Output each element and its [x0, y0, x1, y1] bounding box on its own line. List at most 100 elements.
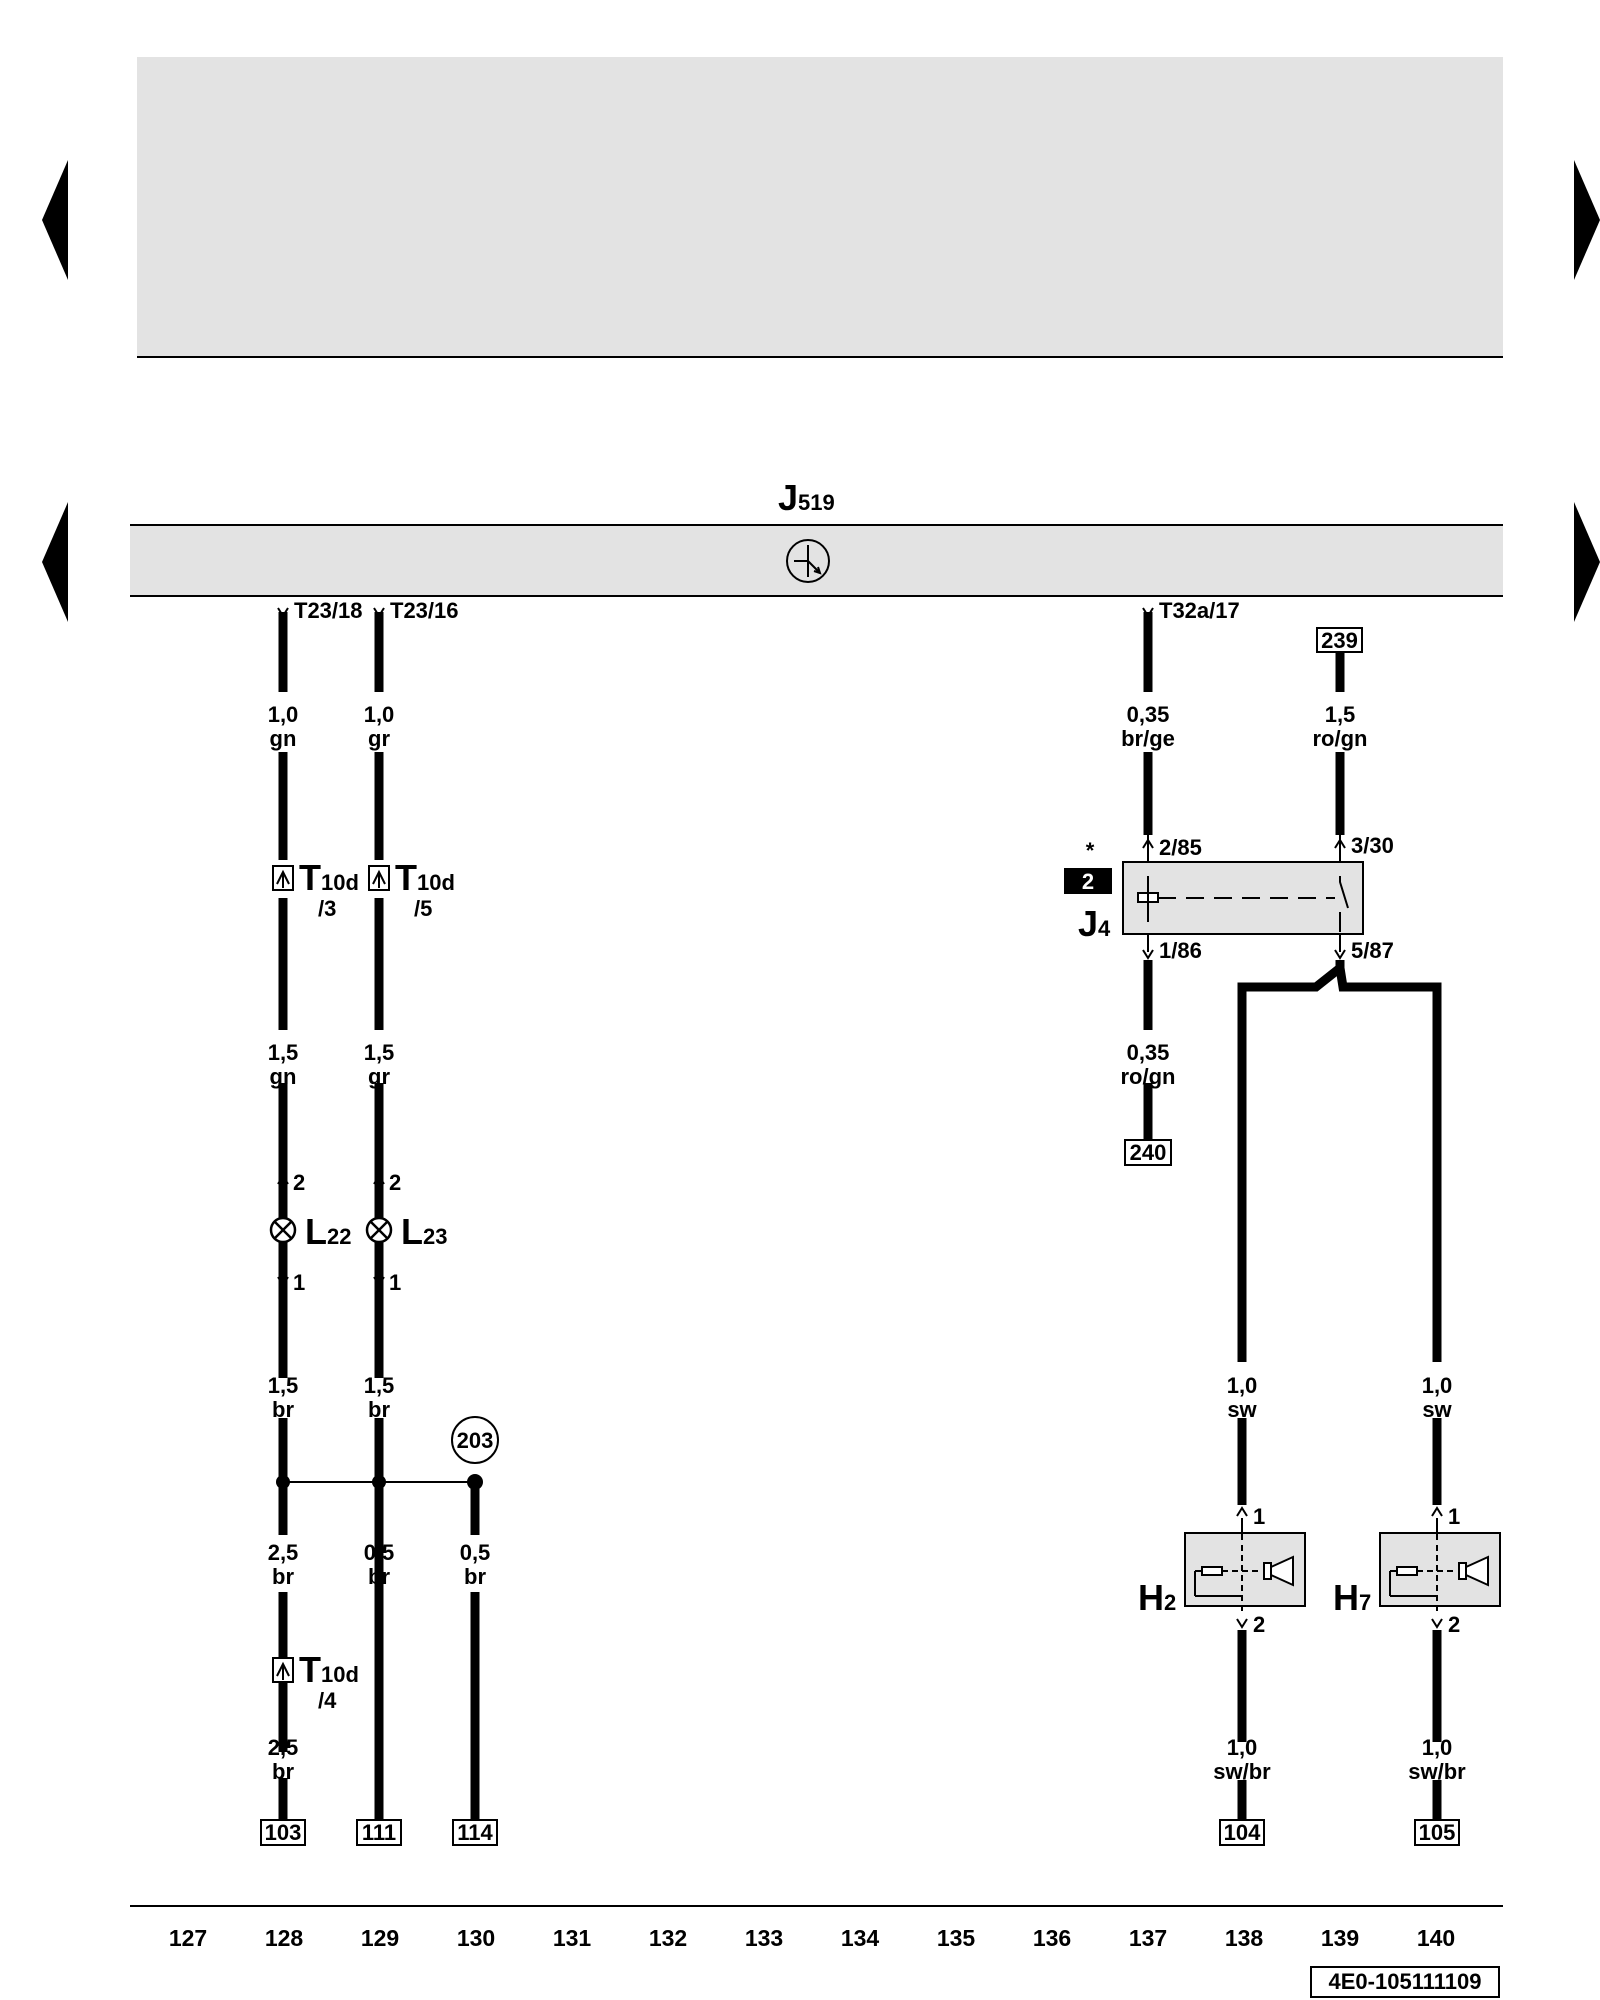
ref-box-239 — [1316, 627, 1363, 653]
prev-page-arrow-icon[interactable] — [42, 160, 82, 280]
wire-size: 0,5 — [460, 1540, 491, 1565]
svg-text:/4: /4 — [318, 1688, 337, 1713]
svg-text:114: 114 — [457, 1820, 493, 1845]
wire-color: br — [464, 1564, 486, 1589]
wire-color: br/ge — [1121, 726, 1175, 751]
wire-color: br — [368, 1564, 390, 1589]
ref-box-103: 103 — [260, 1819, 306, 1846]
svg-text:1/86: 1/86 — [1159, 938, 1202, 963]
connector-t32a-17: T32a/17 — [1159, 598, 1240, 623]
wire-size: 2,5 — [268, 1540, 299, 1565]
wire-color: gr — [368, 1064, 390, 1089]
ref-239-label: 239 — [1321, 628, 1358, 653]
svg-text:2: 2 — [389, 1170, 401, 1195]
connector-t10d-4: T10d /4 — [272, 1649, 359, 1716]
svg-text:104: 104 — [1224, 1820, 1261, 1845]
wire-color: gn — [270, 726, 297, 751]
upper-grey-panel — [137, 57, 1503, 357]
ref-box-240 — [1124, 1139, 1172, 1166]
ref-box-104: 104 — [1219, 1819, 1265, 1846]
svg-text:2: 2 — [293, 1170, 305, 1195]
wire-size: 0,35 — [1127, 1040, 1170, 1065]
svg-text:3/30: 3/30 — [1351, 833, 1394, 858]
svg-text:139: 139 — [1321, 1925, 1359, 1951]
wire-lines — [278, 612, 1442, 1820]
svg-text:H7: H7 — [1333, 1577, 1371, 1618]
wire-color: ro/gn — [1121, 1064, 1176, 1089]
wire-color: br — [272, 1759, 294, 1784]
svg-text:128: 128 — [265, 1925, 304, 1951]
wire-size: 1,0 — [268, 702, 299, 727]
ref-box-111: 111 — [356, 1819, 402, 1846]
next-section-arrow-icon[interactable] — [1560, 502, 1600, 622]
svg-text:T10d: T10d — [395, 857, 455, 898]
wire-size: 1,0 — [1422, 1735, 1453, 1760]
wire-size: 1,0 — [1422, 1373, 1453, 1398]
wire-color: sw — [1422, 1397, 1452, 1422]
relay-j4: 2/85 3/30 1/86 5/87 * 2 J4 — [1064, 833, 1394, 963]
svg-text:133: 133 — [745, 1925, 783, 1951]
svg-text:L22: L22 — [305, 1211, 351, 1252]
prev-section-arrow-icon[interactable] — [42, 502, 82, 622]
ground-point-203: 203 — [276, 1416, 499, 1490]
ref-box-105: 105 — [1414, 1819, 1460, 1846]
horn-h2: 1 2 H2 — [1138, 1504, 1306, 1637]
svg-text:/3: /3 — [318, 896, 336, 921]
wire-color: sw — [1227, 1397, 1257, 1422]
wire-color: br — [272, 1564, 294, 1589]
electronic-symbol-icon — [786, 539, 830, 583]
svg-text:136: 136 — [1033, 1925, 1071, 1951]
connector-t10d-3: T10d /3 — [272, 857, 359, 921]
svg-text:5/87: 5/87 — [1351, 938, 1394, 963]
svg-text:2: 2 — [1253, 1612, 1265, 1637]
svg-text:1: 1 — [293, 1270, 305, 1295]
wire-size: 1,5 — [268, 1040, 299, 1065]
document-code: 4E0-105111109 — [1310, 1966, 1500, 1998]
control-unit-label: J519 — [778, 477, 835, 518]
ref-240-label: 240 — [1130, 1140, 1167, 1165]
wire-size: 1,5 — [364, 1040, 395, 1065]
svg-text:127: 127 — [169, 1925, 207, 1951]
svg-text:129: 129 — [361, 1925, 399, 1951]
svg-text:111: 111 — [362, 1820, 396, 1845]
wire-size: 1,0 — [1227, 1373, 1258, 1398]
svg-text:135: 135 — [937, 1925, 976, 1951]
svg-text:1: 1 — [389, 1270, 401, 1295]
wire-color: br — [272, 1397, 294, 1422]
svg-text:134: 134 — [841, 1925, 880, 1951]
column-numbers: 127 128 129 130 131 132 133 134 135 136 … — [169, 1925, 1455, 1951]
svg-text:T10d: T10d — [299, 857, 359, 898]
svg-text:132: 132 — [649, 1925, 687, 1951]
svg-text:T10d: T10d — [299, 1649, 359, 1690]
svg-text:203: 203 — [457, 1428, 494, 1453]
svg-text:*: * — [1086, 838, 1095, 863]
ref-box-114: 114 — [452, 1819, 498, 1846]
horn-h7: 1 2 H7 — [1333, 1504, 1501, 1637]
wire-size: 1,5 — [1325, 702, 1356, 727]
wire-color: sw/br — [1408, 1759, 1466, 1784]
wire-size: 0,5 — [364, 1540, 395, 1565]
svg-text:2: 2 — [1448, 1612, 1460, 1637]
wire-size: 1,5 — [364, 1373, 395, 1398]
wire-color: br — [368, 1397, 390, 1422]
wire-color: sw/br — [1213, 1759, 1271, 1784]
bulb-l23: 2 1 L23 — [365, 1170, 447, 1295]
control-unit-j519-box — [130, 525, 1503, 596]
svg-text:1: 1 — [1253, 1504, 1265, 1529]
svg-text:105: 105 — [1419, 1820, 1456, 1845]
svg-text:138: 138 — [1225, 1925, 1264, 1951]
connector-t10d-5: T10d /5 — [368, 857, 455, 921]
svg-text:137: 137 — [1129, 1925, 1167, 1951]
wire-color: ro/gn — [1313, 726, 1368, 751]
next-page-arrow-icon[interactable] — [1560, 160, 1600, 280]
bulb-l22: 2 1 L22 — [269, 1170, 351, 1295]
svg-text:/5: /5 — [414, 896, 432, 921]
connector-t23-16: T23/16 — [390, 598, 459, 623]
wire-size: 2,5 — [268, 1735, 299, 1760]
svg-text:103: 103 — [265, 1820, 302, 1845]
wire-color: gr — [368, 726, 390, 751]
svg-text:140: 140 — [1417, 1925, 1455, 1951]
svg-text:2/85: 2/85 — [1159, 835, 1202, 860]
svg-text:2: 2 — [1082, 869, 1094, 894]
